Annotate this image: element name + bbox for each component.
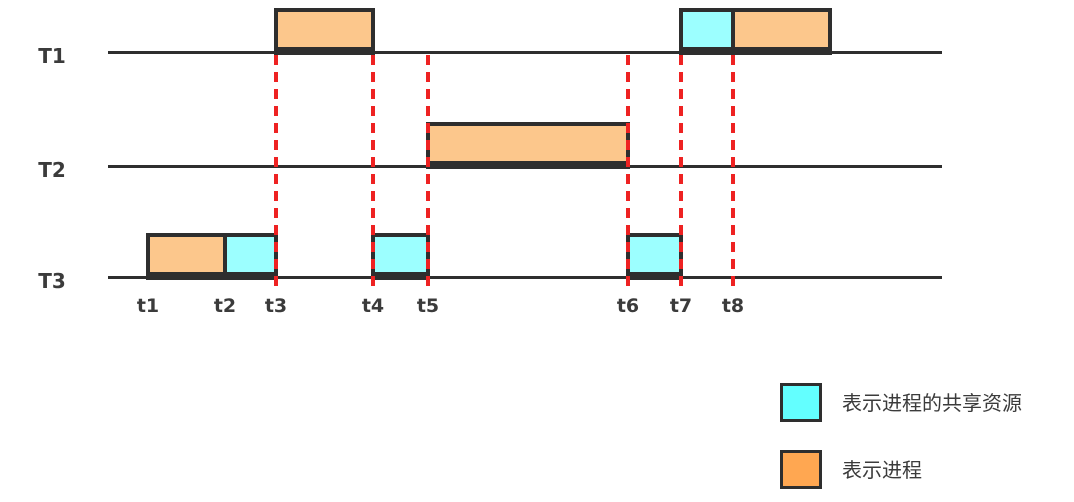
- time-guide-t5: [426, 55, 430, 288]
- row-label-t2: T2: [38, 158, 66, 182]
- time-guide-t8: [731, 55, 735, 288]
- tick-label-t5: t5: [416, 295, 440, 317]
- tick-label-t3: t3: [264, 295, 288, 317]
- segment-t1-process: [274, 8, 375, 55]
- tick-label-t8: t8: [721, 295, 745, 317]
- row-label-t1: T1: [38, 44, 66, 68]
- time-guide-t3: [274, 55, 278, 288]
- segment-t2-process: [426, 122, 630, 169]
- tick-label-t1: t1: [136, 295, 160, 317]
- legend-swatch-process: [780, 450, 822, 489]
- segment-t3-process: [146, 233, 227, 280]
- timeline-t3: [108, 276, 942, 279]
- segment-t3-resource: [626, 233, 683, 280]
- time-guide-t4: [371, 55, 375, 288]
- timeline-t1: [108, 51, 942, 54]
- time-guide-t7: [679, 55, 683, 288]
- tick-label-t7: t7: [669, 295, 693, 317]
- tick-label-t6: t6: [616, 295, 640, 317]
- segment-t3-resource: [223, 233, 278, 280]
- tick-label-t4: t4: [361, 295, 385, 317]
- time-guide-t6: [626, 55, 630, 288]
- row-label-t3: T3: [38, 269, 66, 293]
- legend-label-process: 表示进程: [842, 458, 922, 482]
- segment-t3-resource: [371, 233, 430, 280]
- tick-label-t2: t2: [213, 295, 237, 317]
- legend-label-resource: 表示进程的共享资源: [842, 391, 1022, 415]
- segment-t1-resource: [679, 8, 735, 55]
- legend-swatch-resource: [780, 383, 822, 422]
- segment-t1-process: [731, 8, 832, 55]
